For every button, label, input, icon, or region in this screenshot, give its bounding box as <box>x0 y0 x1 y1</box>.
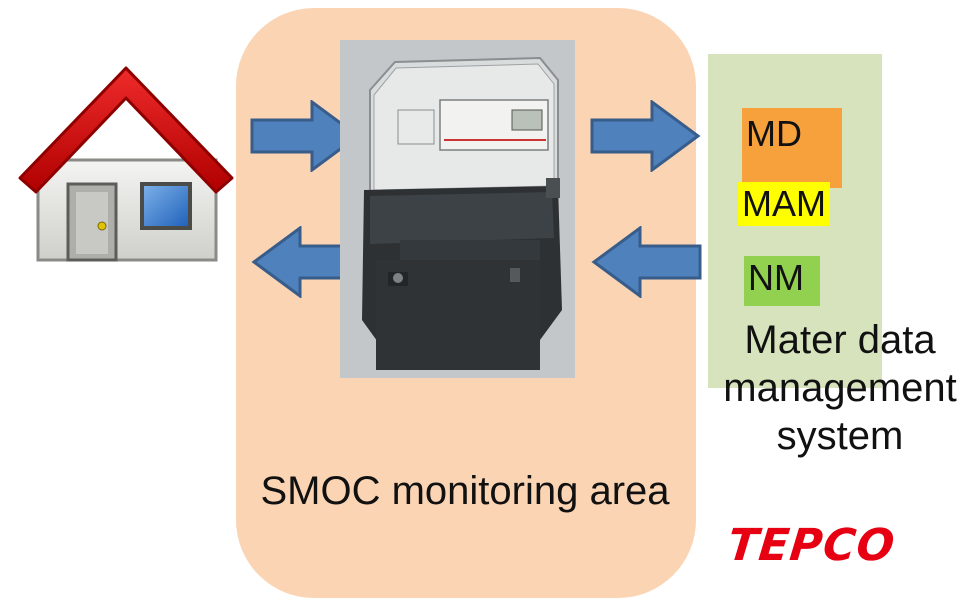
arrow-left-icon <box>591 226 702 298</box>
house-icon <box>18 66 234 262</box>
smoc-caption: SMOC monitoring area <box>260 469 670 513</box>
mdm-caption: Mater data management system <box>723 318 957 458</box>
arrow-right-icon <box>250 100 361 172</box>
nm-label: NM <box>744 256 820 306</box>
arrow-right-icon <box>590 100 701 172</box>
md-label: MD <box>742 108 842 188</box>
tepco-logo: TEPCO <box>725 520 898 571</box>
smart-meter-image <box>340 40 575 378</box>
mam-label: MAM <box>738 182 830 226</box>
